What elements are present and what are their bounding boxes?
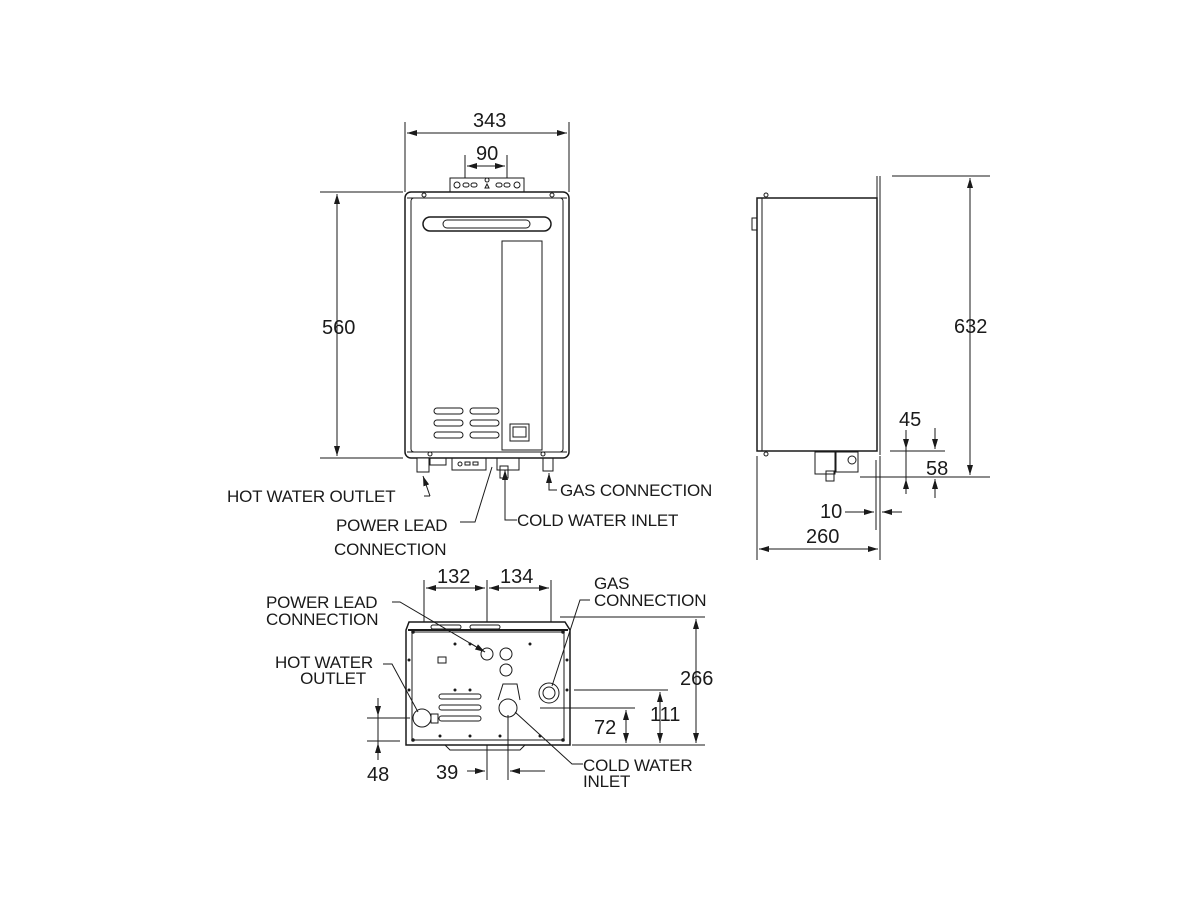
label-cold-water-line1: COLD WATER <box>583 756 693 775</box>
dim-height-560: 560 <box>322 317 356 339</box>
dim-10: 10 <box>820 501 843 523</box>
dim-266: 266 <box>680 668 714 690</box>
dim-134: 134 <box>500 566 534 588</box>
label-hot-water-outlet: HOT WATER OUTLET <box>227 487 396 506</box>
label-cold-water-inlet: COLD WATER INLET <box>517 511 679 530</box>
dim-48: 48 <box>367 764 390 786</box>
label-gas-line1: GAS <box>594 574 630 593</box>
dim-58: 58 <box>926 458 949 480</box>
dim-width-343: 343 <box>473 110 507 132</box>
dim-111: 111 <box>650 704 681 726</box>
front-view <box>320 122 570 523</box>
label-power-lead-line1: POWER LEAD <box>266 593 378 612</box>
dim-39: 39 <box>436 762 459 784</box>
label-gas-connection: GAS CONNECTION <box>560 481 713 500</box>
bottom-view <box>367 580 705 780</box>
dim-132: 132 <box>437 566 471 588</box>
label-cold-water-line2: INLET <box>583 772 631 791</box>
label-power-lead-line2: CONNECTION <box>266 610 379 629</box>
dim-bracket-90: 90 <box>476 143 499 165</box>
dim-depth-260: 260 <box>806 526 840 548</box>
label-gas-line2: CONNECTION <box>594 591 707 610</box>
dim-45: 45 <box>899 409 922 431</box>
label-power-lead-line1: POWER LEAD <box>336 516 448 535</box>
label-hot-water-line2: OUTLET <box>300 669 366 688</box>
label-power-lead-line2: CONNECTION <box>334 540 447 559</box>
dim-72: 72 <box>594 717 617 739</box>
side-view <box>751 175 990 560</box>
dim-height-632: 632 <box>954 316 988 338</box>
label-hot-water-line1: HOT WATER <box>275 653 373 672</box>
